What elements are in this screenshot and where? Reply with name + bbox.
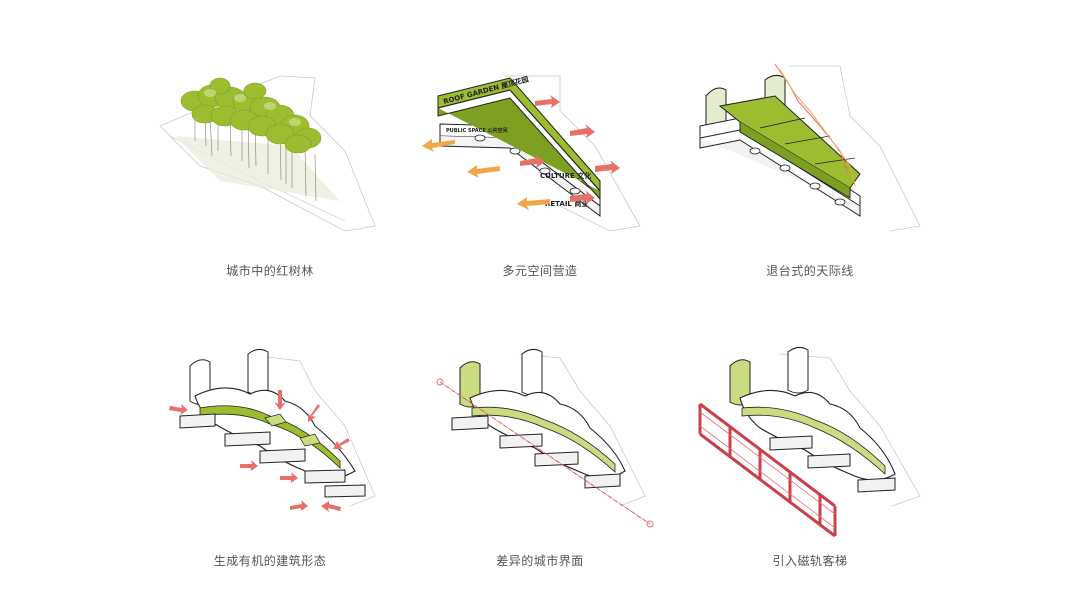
panel-mangrove: 城市中的红树林: [140, 56, 400, 286]
mangrove-diagram: [159, 75, 376, 232]
caption-organic-form: 生成有机的建筑形态: [213, 554, 327, 568]
skyline-diagram: [699, 63, 921, 232]
urban-interface-diagram: [436, 348, 654, 528]
caption-skyline: 退台式的天际线: [766, 264, 854, 278]
organic-form-diagram: [169, 348, 376, 512]
panel-urban-interface: 差异的城市界面: [410, 346, 670, 576]
caption-diverse-space: 多元空间营造: [502, 264, 578, 278]
panel-skyline: 退台式的天际线: [680, 56, 940, 286]
label-public-space: PUBLIC SPACE 公共空间: [446, 127, 508, 134]
caption-urban-interface: 差异的城市界面: [496, 554, 584, 568]
label-retail: RETAIL 商业: [545, 199, 588, 208]
panel-diverse-space: ROOF GARDEN 屋顶花园 CULTURE 文化 RETAIL 商业 PU…: [410, 56, 670, 286]
panel-maglev: 引入磁轨客梯: [680, 346, 940, 576]
diverse-space-diagram: ROOF GARDEN 屋顶花园 CULTURE 文化 RETAIL 商业 PU…: [422, 74, 641, 232]
panel-organic-form: 生成有机的建筑形态: [140, 346, 400, 576]
caption-maglev: 引入磁轨客梯: [772, 554, 848, 568]
caption-mangrove: 城市中的红树林: [226, 264, 314, 278]
maglev-diagram: [698, 346, 921, 538]
label-culture: CULTURE 文化: [540, 171, 591, 180]
